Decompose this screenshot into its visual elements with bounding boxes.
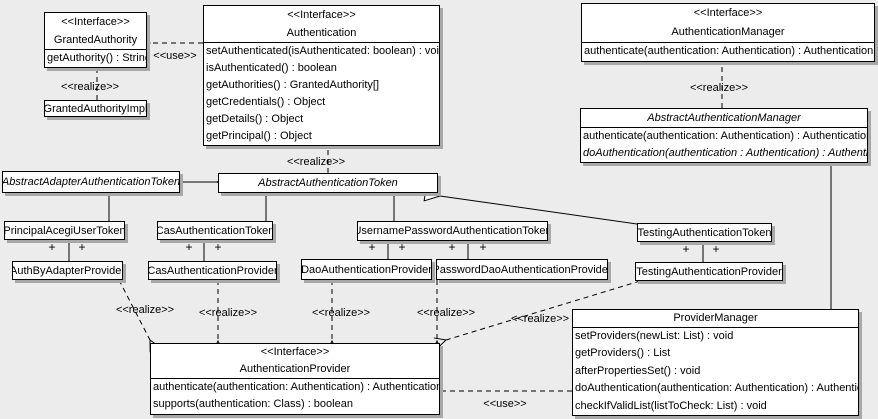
method-row: getDetails() : Object [206, 113, 304, 125]
class-header: <<Interface>> AuthenticationProvider [151, 344, 439, 379]
realize-label: <<realize>> [60, 81, 120, 93]
realize-label: <<realize>> [689, 82, 749, 94]
class-name: PrincipalAcegiUserToken [4, 224, 125, 237]
method-row: doAuthentication(authentication: Authent… [575, 382, 859, 395]
class-name: AbstractAuthenticationManager [647, 112, 801, 124]
class-name: AuthByAdapterProvider [12, 264, 123, 277]
multiplicity-label: + [682, 242, 690, 256]
class-password-dao-authentication-provider: PasswordDaoAuthenticationProvider [436, 259, 608, 280]
realize-label: <<realize>> [311, 307, 371, 319]
class-header: <<Interface>> AuthenticationManager [582, 4, 874, 43]
method-row: authenticate(authentication: Authenticat… [153, 381, 440, 393]
class-name: AuthenticationProvider [239, 363, 351, 375]
class-authentication: <<Interface>> Authentication setAuthenti… [203, 5, 440, 146]
class-name: AbstractAdapterAuthenticationToken [2, 176, 180, 188]
stereotype-label: <<Interface>> [693, 7, 763, 19]
multiplicity-label: + [48, 240, 56, 254]
multiplicity-label: + [448, 240, 456, 254]
method-row: authenticate(authentication: Authenticat… [583, 130, 868, 142]
class-name: AuthenticationManager [671, 26, 785, 38]
multiplicity-label: + [78, 240, 86, 254]
class-name: DaoAuthenticationProvider [301, 263, 432, 276]
multiplicity-label: + [398, 240, 406, 254]
method-row: supports(authentication: Class) : boolea… [153, 398, 353, 410]
multiplicity-label: + [214, 240, 222, 254]
class-header: ProviderManager [573, 310, 858, 328]
method-row: getPrincipal() : Object [206, 130, 312, 142]
method-row: getAuthorities() : GrantedAuthority[] [206, 79, 380, 91]
class-testing-authentication-provider: TestingAuthenticationProvider [635, 262, 783, 281]
class-abstract-adapter-authentication-token: AbstractAdapterAuthenticationToken [2, 171, 180, 193]
class-name: GrantedAuthorityImpl [44, 102, 147, 115]
class-cas-authentication-token: CasAuthenticationToken [157, 221, 273, 240]
multiplicity-label: + [712, 242, 720, 256]
multiplicity-label: + [185, 240, 193, 254]
class-name: Authentication [286, 27, 357, 39]
multiplicity-label: + [479, 240, 487, 254]
realize-label: <<realize>> [198, 307, 258, 319]
stereotype-label: <<Interface>> [61, 16, 130, 28]
class-authentication-provider: <<Interface>> AuthenticationProvider aut… [150, 343, 440, 415]
method-row: setAuthenticated(isAuthenticated: boolea… [206, 45, 440, 57]
class-testing-authentication-token: TestingAuthenticationToken [637, 223, 772, 242]
class-name: ProviderManager [673, 312, 758, 324]
class-cas-authentication-provider: CasAuthenticationProvider [148, 261, 277, 280]
class-name: TestingAuthenticationToken [637, 226, 772, 239]
class-name: UsernamePasswordAuthenticationToken [357, 225, 548, 237]
method-row: doAuthentication(authentication : Authen… [583, 147, 868, 159]
method-row: getProviders() : List [575, 347, 671, 360]
class-header: <<Interface>> Authentication [204, 6, 439, 43]
use-label: <<use>> [483, 398, 527, 410]
class-name: PasswordDaoAuthenticationProvider [436, 263, 608, 276]
class-name: AbstractAuthenticationToken [258, 177, 398, 189]
class-auth-by-adapter-provider: AuthByAdapterProvider [12, 261, 123, 280]
stereotype-label: <<Interface>> [287, 9, 356, 21]
class-name: CasAuthenticationToken [157, 224, 273, 237]
class-granted-authority-impl: GrantedAuthorityImpl [44, 100, 147, 117]
realize-label: <<realize>> [510, 313, 570, 325]
method-row: getCredentials() : Object [206, 96, 326, 108]
method-row: afterPropertiesSet() : void [575, 364, 701, 377]
multiplicity-label: + [368, 240, 376, 254]
method-row: setProviders(newList: List) : void [575, 330, 734, 342]
realize-label: <<realize>> [286, 156, 346, 168]
class-name: TestingAuthenticationProvider [636, 265, 782, 278]
class-header: AbstractAuthenticationManager [581, 109, 867, 128]
method-row: getAuthority() : String [47, 52, 147, 64]
class-abstract-authentication-token: AbstractAuthenticationToken [218, 173, 438, 193]
class-dao-authentication-provider: DaoAuthenticationProvider [301, 259, 432, 280]
class-name: CasAuthenticationProvider [148, 264, 277, 277]
class-header: <<Interface>> GrantedAuthority [45, 13, 146, 50]
realize-label: <<realize>> [115, 304, 175, 316]
class-username-password-authentication-token: UsernamePasswordAuthenticationToken [357, 221, 548, 241]
class-authentication-manager: <<Interface>> AuthenticationManager auth… [581, 3, 875, 62]
use-label: <<use>> [153, 50, 197, 62]
method-row: authenticate(authentication: Authenticat… [584, 45, 874, 57]
class-provider-manager: ProviderManager setProviders(newList: Li… [572, 309, 859, 416]
stereotype-label: <<Interface>> [260, 346, 330, 358]
class-principal-acegi-user-token: PrincipalAcegiUserToken [4, 221, 125, 240]
class-granted-authority: <<Interface>> GrantedAuthority getAuthor… [44, 12, 147, 68]
method-row: checkIfValidList(listToCheck: List) : vo… [575, 399, 767, 412]
method-row: isAuthenticated() : boolean [206, 62, 337, 74]
class-name: GrantedAuthority [53, 34, 138, 46]
realize-label: <<realize>> [416, 307, 476, 319]
class-abstract-authentication-manager: AbstractAuthenticationManager authentica… [580, 108, 868, 163]
